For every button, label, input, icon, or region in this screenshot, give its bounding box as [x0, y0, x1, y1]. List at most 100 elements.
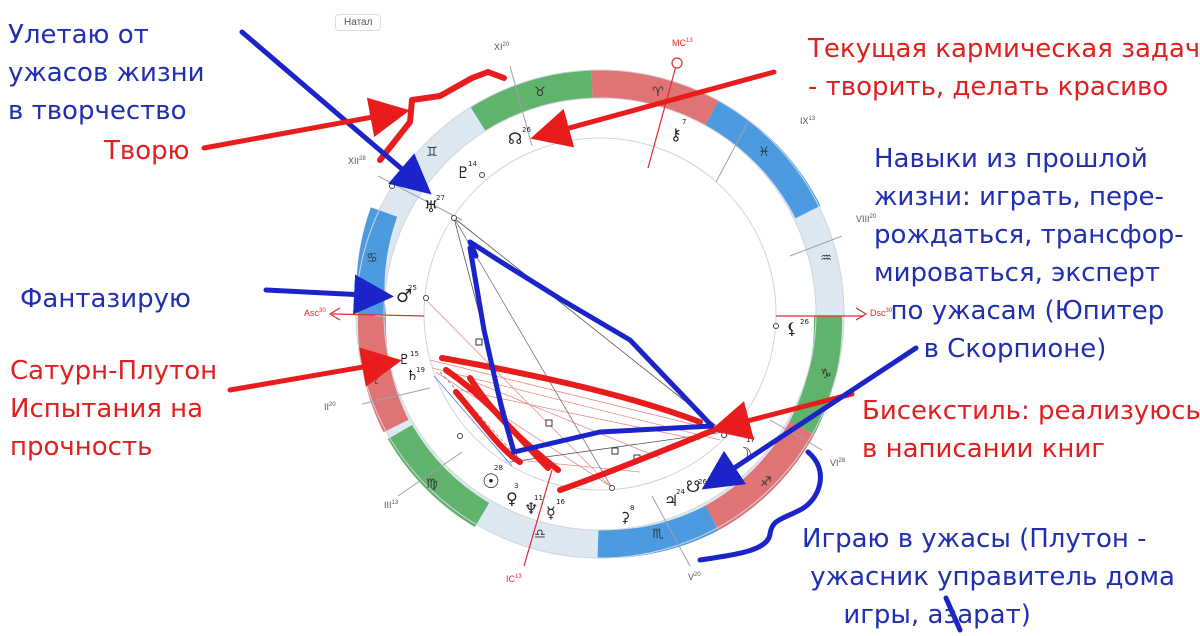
house-xii-label: XII: [348, 156, 359, 166]
sun-icon: ☉: [482, 469, 500, 493]
svg-text:II20: II20: [324, 402, 336, 412]
arrow-bisextile: [710, 391, 855, 440]
taurus-segment: [470, 70, 593, 131]
red-stroke-4: [557, 427, 717, 493]
pluto-top-degree: 14: [468, 160, 477, 168]
note-saturn-pluto: Сатурн-Плутон Испытания на прочность: [10, 356, 218, 462]
mars-degree: 25: [408, 284, 417, 292]
leo-sign: ♌: [368, 373, 380, 388]
note-karmic: Текущая кармическая задача - творить, де…: [808, 34, 1200, 102]
gemini-sign: ♊: [426, 145, 438, 160]
svg-text:VIII20: VIII20: [856, 214, 877, 224]
capricorn-sign: ♑: [820, 367, 832, 382]
house-vi-label: VI: [830, 458, 839, 468]
ic-degree: 13: [515, 574, 522, 580]
red-stroke-1: [439, 355, 703, 425]
svg-text:VI28: VI28: [830, 458, 846, 468]
mc-degree: 13: [686, 38, 693, 44]
sagittarius-segment: [705, 421, 815, 531]
arrow-karmic: [530, 69, 777, 148]
dsc-degree: 30: [886, 308, 893, 314]
pluto-degree: 15: [410, 350, 419, 358]
saturn-icon: ♄: [406, 368, 419, 384]
house-vi-degree: 28: [839, 458, 846, 464]
house-v-degree: 20: [694, 572, 701, 578]
mercury-degree: 16: [556, 498, 565, 506]
arrow-create: [201, 97, 410, 151]
neptune-degree: 11: [534, 494, 543, 502]
asc-degree: 30: [319, 308, 326, 314]
svg-text:IX13: IX13: [800, 116, 816, 126]
scorpio-segment: [597, 505, 719, 559]
aries-sign: ♈: [652, 85, 664, 100]
house-ii-degree: 20: [329, 402, 336, 408]
mars-icon: ♂: [396, 286, 412, 307]
north-node-degree: 26: [522, 126, 531, 134]
south-node-icon: ☋: [686, 477, 700, 496]
note-fantasy: Фантазирую: [20, 284, 191, 314]
dsc-label: Dsc: [870, 308, 886, 318]
pluto-top-icon: ♇: [456, 163, 470, 182]
note-create: Творю: [104, 136, 190, 166]
aries-segment: [591, 69, 719, 126]
south-node-degree: 26: [698, 478, 707, 486]
uranus-degree: 27: [436, 194, 445, 202]
svg-text:XII28: XII28: [348, 156, 366, 166]
ceres-degree: 8: [630, 504, 634, 512]
cancer-sign: ♋: [366, 251, 378, 266]
ic-label: IC: [506, 574, 516, 584]
blue-wave-stroke: [697, 449, 823, 563]
pluto-icon: ♇: [398, 352, 411, 368]
aquarius-sign: ♒: [820, 251, 832, 266]
jupiter-degree: 24: [676, 488, 685, 496]
red-bracket-stroke: [377, 69, 507, 163]
arrow-escape: [239, 29, 432, 195]
red-scribbles: [377, 69, 717, 493]
venus-icon: ♀: [506, 489, 518, 508]
house-xii-degree: 28: [359, 156, 366, 162]
lilith-degree: 26: [800, 318, 809, 326]
natal-tab[interactable]: Натал: [335, 14, 382, 31]
libra-sign: ♎: [534, 527, 546, 542]
sun-degree: 28: [494, 464, 503, 472]
red-stroke-5: [453, 389, 523, 465]
note-horror-play: Играю в ужасы (Плутон - ужасник управите…: [802, 524, 1175, 630]
moon-degree: 17: [746, 436, 755, 444]
axes: [331, 65, 864, 567]
virgo-segment: [387, 424, 490, 528]
north-node-icon: ☊: [508, 129, 522, 148]
svg-text:IC13: IC13: [506, 574, 522, 584]
svg-text:V20: V20: [688, 572, 701, 582]
lilith-icon: ⚸: [786, 319, 798, 338]
ceres-icon: ⚳: [620, 510, 630, 526]
house-v-label: V: [688, 572, 694, 582]
chiron-degree: 7: [682, 118, 686, 126]
uranus-icon: ♅: [424, 197, 438, 216]
house-iii-degree: 13: [392, 500, 399, 506]
arrow-saturn-pluto: [227, 347, 402, 393]
house-ii-label: II: [324, 402, 329, 412]
house-iii-label: III: [384, 500, 392, 510]
svg-text:Asc30: Asc30: [304, 308, 326, 318]
sagittarius-sign: ♐: [760, 475, 772, 490]
chiron-icon: ⚷: [670, 125, 682, 144]
svg-text:Dsc30: Dsc30: [870, 308, 893, 318]
svg-text:MC13: MC13: [672, 38, 693, 48]
virgo-sign: ♍: [426, 477, 438, 492]
house-ix-label: IX: [800, 116, 809, 126]
mc-label: MC: [672, 38, 686, 48]
house-viii-label: VIII: [856, 214, 870, 224]
asc-label: Asc: [304, 308, 320, 318]
blue-tick-stroke: [943, 595, 963, 633]
house-cusps: [361, 65, 843, 567]
pisces-sign: ♓: [758, 145, 770, 160]
house-xi-degree: 20: [503, 42, 510, 48]
note-escape: Улетаю от ужасов жизни в творчество: [8, 20, 205, 126]
neptune-icon: ♆: [524, 499, 538, 518]
house-xi-label: XI: [494, 42, 503, 52]
note-skills: Навыки из прошлой жизни: играть, пере- р…: [874, 144, 1184, 364]
svg-text:XI20: XI20: [494, 42, 510, 52]
taurus-sign: ♉: [534, 85, 546, 100]
venus-degree: 3: [514, 482, 518, 490]
